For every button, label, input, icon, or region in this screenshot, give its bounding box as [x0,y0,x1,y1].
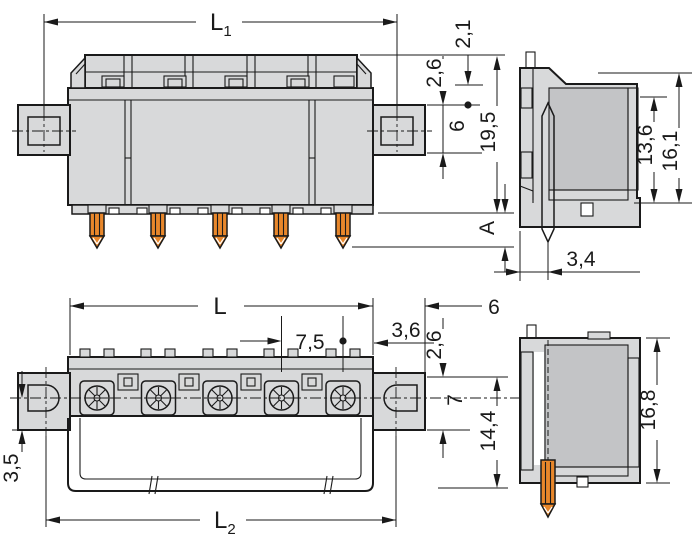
front-flange-right [367,104,432,156]
side2-pin [539,459,557,519]
dim-3-4: 3,4 [494,231,640,281]
dim-3-5: 3,5 [0,371,32,483]
side-bottom-hatch [548,189,629,201]
dim-label-19-5: 19,5 [477,112,500,153]
side-cavity [548,87,629,191]
front-pins [87,204,353,250]
dim-7-5: 7,5 [240,316,347,372]
dim-label-16-8: 16,8 [637,390,660,431]
dim-L1: L1 [43,9,398,110]
plan-top-tabs [79,348,361,358]
pin [210,204,230,250]
plan-view [10,348,520,495]
dim-2-6-front: 2,6 [423,56,480,109]
dim-label-3-6: 3,6 [391,319,420,342]
contact [263,380,300,416]
dim-19-5: 19,5 [477,56,501,213]
side-lip-notch [580,202,594,217]
dim-16-8: 16,8 [637,337,670,484]
pin [148,204,168,250]
datum-dot-plan [339,337,347,345]
dim-label-2-6-plan: 2,6 [423,330,446,359]
dim-label-7-5: 7,5 [295,331,324,354]
side-view-top [519,51,641,280]
side2-cavity [544,344,629,468]
dim-3-6: 3,6 [374,319,434,347]
pin [271,204,291,250]
dim-label-6: 6 [446,120,469,132]
dim-L2: L2 [45,436,397,538]
side2-top-bump [587,331,611,340]
dim-6-plan: 6 [424,296,500,373]
dim-2-1: 2,1 [360,19,505,86]
dim-label-L2: L2 [214,507,236,538]
side-view-bottom [519,324,641,519]
bottom-notches [108,207,332,215]
dim-7: 7 [427,394,470,458]
dim-L: L [69,293,374,355]
dim-14-4: 14,4 [427,376,508,489]
side2-channel [534,352,544,465]
pin [333,204,353,250]
dim-6-front: 6 [427,105,482,179]
dim-label-7: 7 [444,394,467,406]
dim-label-2-6: 2,6 [423,58,446,87]
dim-2-6-plan: 2,6 [423,318,447,377]
side-right-wall-hatch [627,87,639,191]
dim-label-14-4: 14,4 [477,410,500,451]
front-body [67,87,374,206]
pin [87,204,107,250]
dim-label-3-5: 3,5 [0,453,23,482]
plan-spacers [117,373,323,391]
dim-label-13-6: 13,6 [634,125,657,166]
plan-flange-left [17,367,71,436]
left-end-cap [70,56,86,89]
side2-right-wall-hatch [627,357,640,468]
dim-A: A [352,184,514,272]
dim-label-3-4: 3,4 [566,248,596,271]
side2-left-wall-hatch [520,351,534,471]
chamber-dividers [124,100,316,204]
side2-lip-notch [576,476,589,488]
dim-13-6: 13,6 [634,96,692,204]
dim-16-1: 16,1 [598,72,692,203]
front-view [12,54,432,250]
dim-label-A: A [476,221,499,235]
plan-frame [67,418,374,495]
datum-dot [464,101,472,109]
plan-flange-right [372,367,426,436]
dim-label-6-plan: 6 [488,296,500,319]
right-end-cap [356,56,372,89]
latch-windows [101,75,355,88]
dim-label-L: L [213,293,226,320]
dim-label-L1: L1 [210,9,232,40]
front-flange-left [12,104,76,156]
dim-label-2-1: 2,1 [452,19,475,48]
dim-label-16-1: 16,1 [659,131,682,172]
